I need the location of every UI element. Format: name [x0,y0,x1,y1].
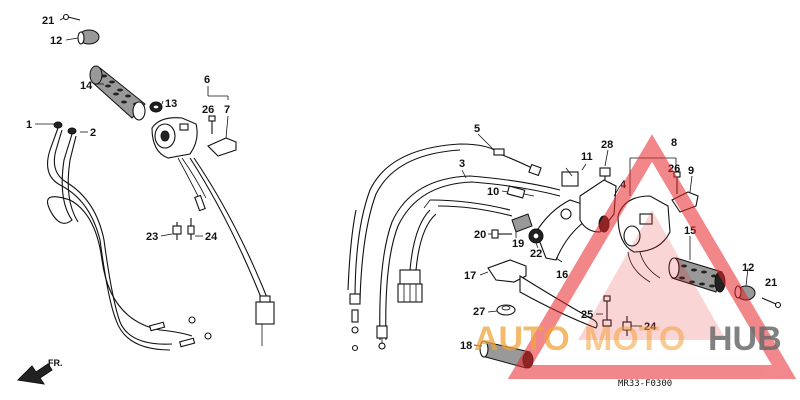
throttle-cable-2 [46,127,193,337]
lever-bracket-16 [535,199,585,261]
bolt-25 [602,295,612,327]
watermark-warning-triangle [507,134,797,379]
pivot-collar-19 [511,213,533,233]
brake-spring-22 [528,228,544,244]
callout-12-right: 12 [742,262,754,274]
callout-8: 8 [671,137,677,149]
callout-25: 25 [581,309,593,321]
bracket-7 [207,137,237,157]
bolt-23 [172,222,182,240]
watermark-text-moto: MOTO [584,320,685,358]
cable-3 [347,175,561,341]
callout-21-left: 21 [42,15,54,27]
clutch-cable-5 [354,143,542,301]
callout-21-right: 21 [765,277,777,289]
front-direction-marker: FR. [16,358,63,385]
callout-24-right: 24 [644,321,657,333]
screw-21-right [761,297,782,309]
callout-7: 7 [224,104,230,116]
screw-26-left [208,115,216,134]
callout-6: 6 [204,74,210,86]
callout-20: 20 [474,229,486,241]
callout-14: 14 [80,80,93,92]
grip-end-12-left [77,29,100,45]
watermark-text-hub: HUB [708,320,782,358]
brake-switch-10 [506,185,535,199]
callout-9: 9 [688,165,694,177]
nut-27 [496,304,516,316]
collar-13 [149,101,163,113]
callout-27: 27 [473,306,485,318]
callout-24-left: 24 [205,231,218,243]
callout-12-left: 12 [50,35,62,47]
right-switch-housing-8 [617,195,671,283]
bolt-24-left [187,218,195,240]
diagram-code: MR33-F0300 [618,379,672,389]
pivot-bolt-20 [491,229,512,239]
throttle-cable-1 [47,121,173,351]
callout-2: 2 [90,127,96,139]
watermark-text-auto: AUTO [474,320,570,358]
callout-18: 18 [460,340,472,352]
callout-22: 22 [530,248,542,260]
switch-11 [561,167,579,187]
callout-26-left: 26 [202,104,214,116]
callout-5: 5 [474,123,480,135]
callout-23: 23 [146,231,158,243]
callout-13: 13 [165,98,177,110]
watermark-logo: AUTO MOTO HUB [474,134,797,379]
front-marker-label: FR. [48,358,63,368]
throttle-grip-14 [89,65,146,121]
callout-16: 16 [556,269,568,281]
switch-housing-6 [151,117,198,159]
callout-28: 28 [601,139,613,151]
callout-10: 10 [487,186,499,198]
callout-11: 11 [581,151,593,163]
screw-21-top-left [62,13,81,21]
callout-17: 17 [464,270,476,282]
callout-1: 1 [26,119,32,131]
callout-3: 3 [459,158,465,170]
callout-19: 19 [512,238,524,250]
